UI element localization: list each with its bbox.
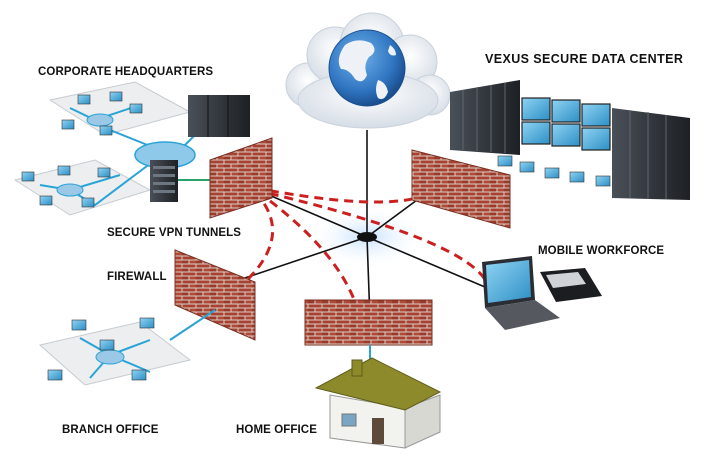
monitor-icon <box>71 319 87 331</box>
label-mobile-workforce: MOBILE WORKFORCE <box>538 245 665 257</box>
branch-switch <box>95 349 125 365</box>
brick-firewall-icon <box>304 299 433 346</box>
server-rack-icon <box>450 80 520 155</box>
brick-firewall-icon <box>411 149 511 229</box>
label-firewall: FIREWALL <box>107 271 167 283</box>
branch-office <box>38 309 216 386</box>
label-data-center: VEXUS SECURE DATA CENTER <box>485 52 684 66</box>
monitor-icon <box>497 155 513 167</box>
monitor-icon <box>39 195 53 206</box>
network-hub-icon <box>357 232 377 242</box>
monitor-icon <box>519 161 535 173</box>
monitor-icon <box>544 167 560 179</box>
monitor-icon <box>109 91 123 102</box>
server-rack-icon <box>188 95 250 137</box>
brick-firewall-icon <box>209 137 273 219</box>
brick-firewall-icon <box>174 249 256 341</box>
monitor-icon <box>97 167 111 178</box>
dc-monitors <box>497 155 611 187</box>
monitor-icon <box>131 369 147 381</box>
label-corporate-headquarters: CORPORATE HEADQUARTERS <box>38 66 214 78</box>
monitor-icon <box>81 197 95 208</box>
smartphone-icon <box>540 268 602 302</box>
label-home-office: HOME OFFICE <box>236 424 317 436</box>
vexus-secure-data-center <box>450 80 690 200</box>
monitor-icon <box>595 175 611 187</box>
laptop-icon <box>482 256 560 330</box>
label-branch-office: BRANCH OFFICE <box>62 424 159 436</box>
hq-switch-upper <box>86 113 114 127</box>
house-icon <box>314 345 442 449</box>
server-rack-icon <box>612 108 690 200</box>
internet-cloud <box>285 12 451 129</box>
hq-monitors <box>21 91 143 208</box>
monitor-icon <box>77 94 91 105</box>
server-rack-icon <box>150 160 178 202</box>
corporate-headquarters <box>13 81 250 216</box>
monitor-icon <box>47 369 63 381</box>
branch-monitors <box>47 317 155 381</box>
monitor-icon <box>139 317 155 329</box>
monitor-icon <box>99 339 115 351</box>
monitor-icon <box>21 171 35 182</box>
hq-switch-lower <box>56 183 84 197</box>
monitor-icon <box>569 171 585 183</box>
vpn-tunnel-hq-mobile <box>254 188 490 286</box>
video-wall <box>521 97 611 151</box>
label-vpn-tunnels: SECURE VPN TUNNELS <box>107 227 242 239</box>
monitor-icon <box>99 125 113 136</box>
globe-icon <box>328 29 406 107</box>
monitor-icon <box>57 165 71 176</box>
monitor-icon <box>129 103 143 114</box>
line-to-mobile <box>366 236 493 291</box>
monitor-icon <box>61 119 75 130</box>
mobile-devices <box>482 256 602 330</box>
